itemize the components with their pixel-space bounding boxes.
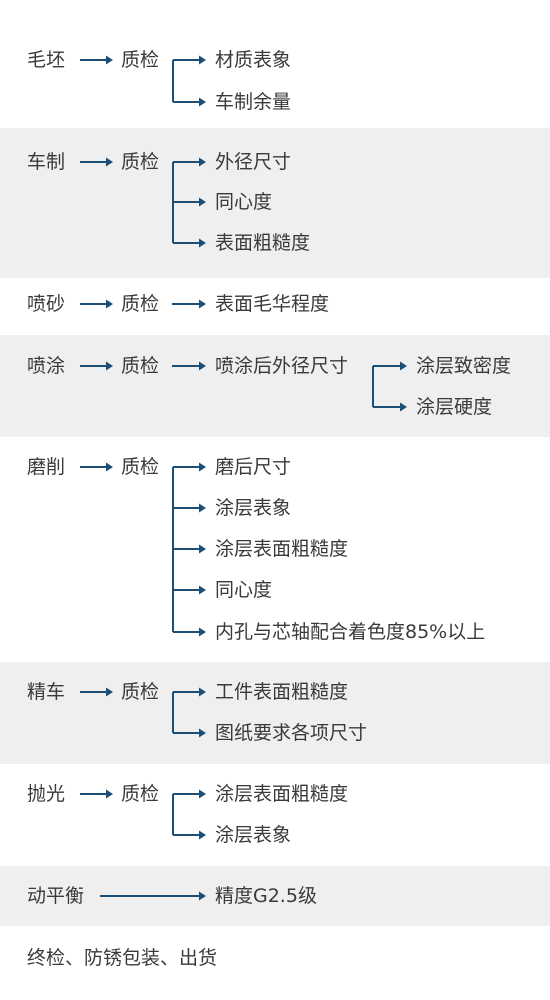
arrow-head-icon — [106, 361, 113, 371]
final-step: 终检、防锈包装、出货 — [27, 947, 218, 969]
inspection-item: 表面粗糙度 — [215, 232, 311, 254]
inspection-item: 工件表面粗糙度 — [215, 681, 349, 703]
step-label: 喷涂 — [27, 355, 66, 377]
inspection-item: 内孔与芯轴配合着色度85%以上 — [215, 621, 486, 643]
inspection-sub-item: 涂层硬度 — [416, 396, 493, 418]
inspection-item: 外径尺寸 — [215, 151, 292, 173]
quality-check-label: 质检 — [121, 456, 160, 478]
inspection-item: 涂层表象 — [215, 497, 292, 519]
arrow-head-icon — [199, 830, 206, 840]
step-label: 毛坯 — [27, 49, 66, 71]
step-label: 喷砂 — [27, 293, 66, 315]
arrow-head-icon — [400, 402, 407, 412]
arrow-head-icon — [199, 197, 206, 207]
step-band — [0, 866, 550, 926]
inspection-item: 涂层表面粗糙度 — [215, 783, 349, 805]
arrow-head-icon — [199, 299, 206, 309]
inspection-item: 磨后尺寸 — [215, 456, 292, 478]
inspection-item: 同心度 — [215, 579, 273, 601]
arrow-head-icon — [106, 687, 113, 697]
quality-check-label: 质检 — [121, 355, 160, 377]
arrow-head-icon — [199, 238, 206, 248]
inspection-item: 同心度 — [215, 191, 273, 213]
inspection-item: 图纸要求各项尺寸 — [215, 722, 368, 744]
arrow-head-icon — [106, 462, 113, 472]
arrow-head-icon — [106, 55, 113, 65]
quality-check-label: 质检 — [121, 151, 160, 173]
arrow-head-icon — [199, 789, 206, 799]
arrow-head-icon — [199, 55, 206, 65]
arrow-head-icon — [199, 97, 206, 107]
step-band — [0, 128, 550, 278]
step-band — [0, 335, 550, 437]
step-label: 抛光 — [27, 783, 66, 805]
quality-check-label: 质检 — [121, 783, 160, 805]
arrow-head-icon — [199, 157, 206, 167]
inspection-sub-item: 涂层致密度 — [416, 355, 512, 377]
arrow-head-icon — [400, 361, 407, 371]
inspection-item: 精度G2.5级 — [215, 885, 317, 907]
arrow-head-icon — [106, 157, 113, 167]
arrow-head-icon — [199, 585, 206, 595]
arrow-head-icon — [199, 728, 206, 738]
step-label: 动平衡 — [27, 885, 85, 907]
inspection-item: 涂层表象 — [215, 824, 292, 846]
inspection-item: 车制余量 — [215, 91, 292, 113]
step-label: 磨削 — [27, 456, 66, 478]
arrow-head-icon — [199, 503, 206, 513]
arrow-head-icon — [199, 544, 206, 554]
arrow-head-icon — [199, 627, 206, 637]
arrow-head-icon — [199, 361, 206, 371]
quality-check-label: 质检 — [121, 681, 160, 703]
quality-check-label: 质检 — [121, 49, 160, 71]
arrow-head-icon — [199, 891, 206, 901]
inspection-item: 喷涂后外径尺寸 — [215, 355, 349, 377]
arrow-head-icon — [199, 462, 206, 472]
inspection-item: 材质表象 — [215, 49, 292, 71]
inspection-item: 涂层表面粗糙度 — [215, 538, 349, 560]
step-label: 精车 — [27, 681, 66, 703]
arrow-head-icon — [106, 299, 113, 309]
step-label: 车制 — [27, 151, 66, 173]
arrow-head-icon — [199, 687, 206, 697]
quality-check-label: 质检 — [121, 293, 160, 315]
arrow-head-icon — [106, 789, 113, 799]
step-band — [0, 662, 550, 764]
inspection-item: 表面毛华程度 — [215, 293, 330, 315]
